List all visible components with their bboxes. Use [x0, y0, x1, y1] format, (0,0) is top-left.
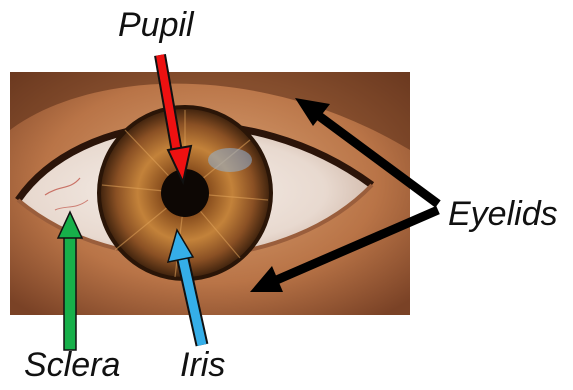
eyelids-label: Eyelids [448, 197, 558, 231]
sclera-label: Sclera [24, 348, 120, 382]
pupil-label: Pupil [118, 8, 194, 42]
reflection-highlight [208, 148, 252, 172]
iris-label: Iris [180, 348, 225, 382]
